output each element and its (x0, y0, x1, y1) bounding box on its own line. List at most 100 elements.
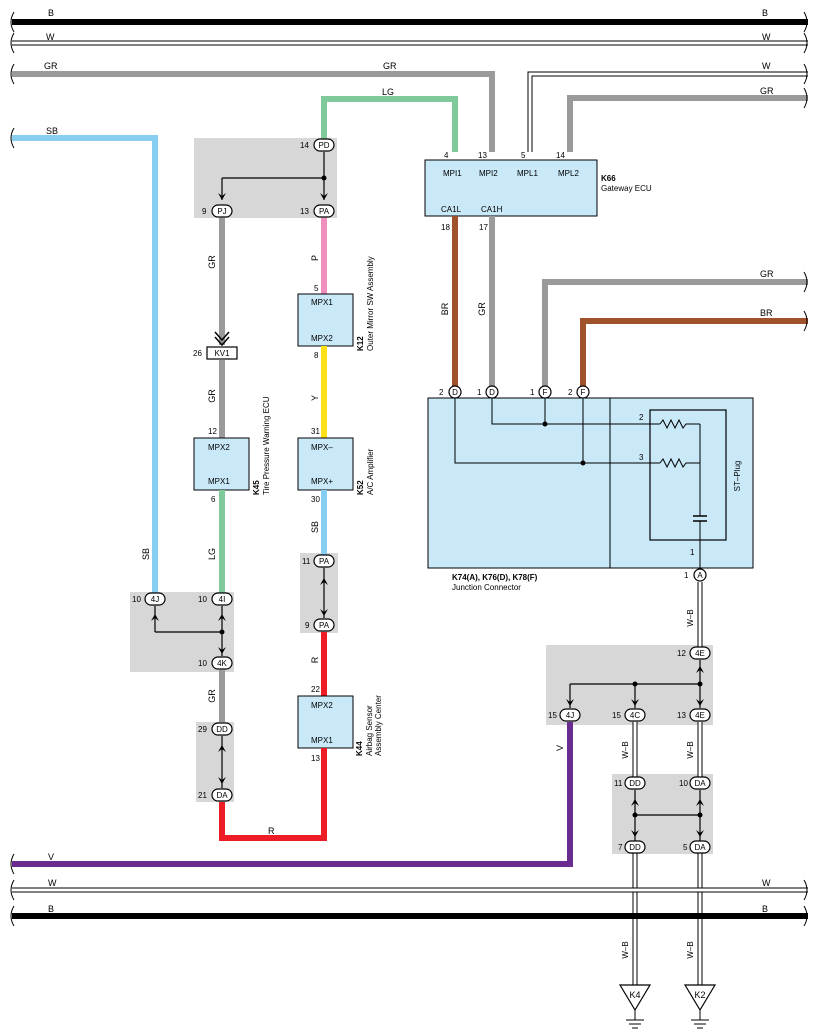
wire-label: W–B (686, 941, 695, 958)
resistor-pin: 2 (639, 413, 644, 422)
wire-label: SB (141, 548, 151, 560)
bus-label: GR (760, 269, 774, 279)
connector-pin: 1 (530, 388, 535, 397)
connector-pin: 5 (683, 843, 688, 852)
wire-label: P (310, 255, 320, 261)
wire-label: W–B (621, 741, 630, 758)
wire-label: V (555, 745, 565, 751)
k66-name: Gateway ECU (601, 184, 652, 193)
bus-label: B (48, 904, 54, 914)
connector-label: PJ (217, 207, 226, 216)
wire-label: BR (440, 302, 450, 315)
bus-w-top (10, 32, 808, 54)
connector-label: 4I (219, 595, 226, 604)
k66-lower-pin: CA1L (441, 205, 462, 214)
bus-b-top (10, 11, 808, 33)
k44-pin: MPX1 (311, 736, 333, 745)
connector-pin: 26 (193, 349, 202, 358)
connector-label: A (697, 571, 703, 580)
connector-label: PD (318, 141, 329, 150)
k45-pin-number: 12 (208, 427, 217, 436)
wire-label: LG (207, 548, 217, 560)
ground-k2-label: K2 (694, 990, 705, 1000)
connector-pin: 13 (677, 711, 686, 720)
wire-label: LG (382, 87, 394, 97)
resistor-icon (659, 457, 700, 469)
connector-pin: 10 (198, 659, 207, 668)
kv1-arrow-icon (214, 331, 230, 347)
connector-pin: 2 (439, 388, 444, 397)
bus-gr-top (10, 63, 495, 152)
wire-r-bot (219, 748, 327, 841)
k66-pin-number: 4 (444, 151, 449, 160)
k52-name: A/C Amplifier (366, 448, 375, 495)
connector-label: D (452, 388, 458, 397)
k66-pin: MPI2 (479, 169, 498, 178)
k45-pin-number: 6 (211, 495, 216, 504)
connector-label: 4K (217, 659, 227, 668)
wire-label: R (268, 826, 275, 836)
wire-w-mpl1 (527, 63, 808, 152)
connector-label: 4E (695, 649, 705, 658)
wire-br-right (580, 310, 808, 386)
connector-label: F (581, 388, 586, 397)
connector-pin: 1 (477, 388, 482, 397)
bus-label: GR (44, 61, 58, 71)
connector-label: DA (694, 779, 706, 788)
k44-name: Airbag Sensor (365, 705, 374, 756)
bus-label: GR (760, 86, 774, 96)
k44-pin-number: 22 (311, 685, 320, 694)
connector-pin: 10 (198, 595, 207, 604)
st-plug-label: ST–Plug (733, 461, 742, 492)
k12-name: Outer Mirror SW Assembly (366, 256, 375, 351)
k52-code: K52 (356, 480, 365, 495)
wire-label: GR (477, 302, 487, 316)
bus-b-bot (10, 905, 808, 927)
k12-pin: MPX1 (311, 298, 333, 307)
bus-label: SB (46, 126, 58, 136)
junction-code: K74(A), K76(D), K78(F) (452, 573, 538, 582)
k45-box (193, 437, 250, 491)
connector-pin: 12 (677, 649, 686, 658)
k44-pin: MPX2 (311, 701, 333, 710)
connector-pin: 15 (548, 711, 557, 720)
connector-pin: 13 (300, 207, 309, 216)
k66-pin-number: 5 (521, 151, 526, 160)
bus-label: GR (383, 61, 397, 71)
wire-sb-left (10, 127, 158, 598)
k45-pin: MPX1 (208, 477, 230, 486)
connector-label: DA (694, 843, 706, 852)
bus-label: B (762, 904, 768, 914)
k45-name: Tire Pressure Warning ECU (262, 396, 271, 495)
wire-label: W–B (686, 741, 695, 758)
k52-box (297, 437, 354, 491)
connector-pin: 11 (614, 779, 623, 788)
k66-lower-number: 17 (479, 223, 488, 232)
connector-pin: 29 (198, 725, 207, 734)
k66-pin-number: 14 (556, 151, 565, 160)
k66-pin: MPL2 (558, 169, 579, 178)
connector-label: 4C (630, 711, 640, 720)
k52-pin-number: 31 (311, 427, 320, 436)
bus-label: W (762, 878, 771, 888)
k45-pin: MPX2 (208, 443, 230, 452)
connector-label: DD (629, 843, 641, 852)
connector-pin: 10 (132, 595, 141, 604)
k66-code: K66 (601, 174, 616, 183)
bus-label: W (46, 32, 55, 42)
connector-label: 4J (566, 711, 574, 720)
bus-label: W (762, 61, 771, 71)
wire-label: GR (207, 389, 217, 403)
ground-k2-icon (683, 984, 717, 1029)
k44-pin-number: 13 (311, 754, 320, 763)
bus-label: W (48, 878, 57, 888)
connector-label: PA (319, 557, 330, 566)
st-plug-box (649, 409, 727, 541)
connector-pin: 9 (305, 621, 310, 630)
wire-label: W–B (621, 941, 630, 958)
junction-name: Junction Connector (452, 583, 521, 592)
connector-label: PA (319, 207, 330, 216)
wire-label: GR (207, 689, 217, 703)
connector-label: 4E (695, 711, 705, 720)
